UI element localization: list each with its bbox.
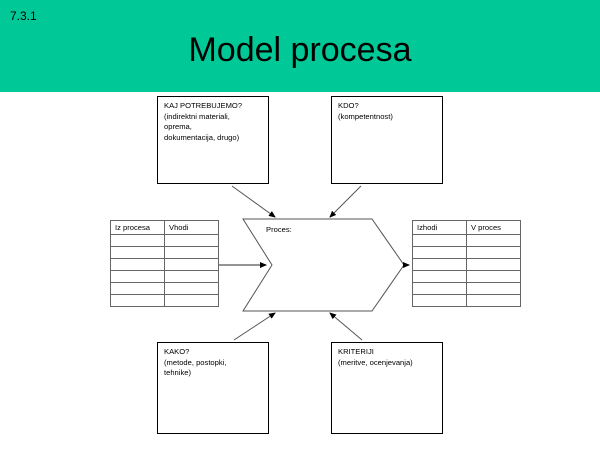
output-cell[interactable] — [412, 294, 467, 307]
output-cell[interactable] — [412, 234, 467, 247]
page-title: Model procesa — [188, 31, 412, 69]
process-chevron-shape — [242, 218, 405, 312]
node-box-kaj-potrebujemo-detail: (indirektni materiali, oprema, dokumenta… — [164, 111, 240, 142]
node-box-kako-title: KAKO? — [164, 347, 190, 356]
node-box-kriteriji-title: KRITERIJI — [338, 347, 374, 356]
slide-number: 7.3.1 — [10, 9, 37, 23]
node-box-kako[interactable]: KAKO?(metode, postopki, tehnike) — [157, 342, 269, 434]
table-row[interactable] — [412, 282, 521, 295]
table-row[interactable] — [110, 234, 219, 247]
node-box-kriteriji[interactable]: KRITERIJI(meritve, ocenjevanja) — [331, 342, 443, 434]
node-box-kaj-potrebujemo[interactable]: KAJ POTREBUJEMO?(indirektni materiali, o… — [157, 96, 269, 184]
output-cell[interactable] — [412, 246, 467, 259]
table-row[interactable] — [110, 270, 219, 283]
input-cell[interactable] — [110, 294, 165, 307]
input-cell[interactable] — [164, 270, 219, 283]
input-cell[interactable] — [164, 234, 219, 247]
input-cell[interactable] — [164, 246, 219, 259]
slide-header-band — [0, 0, 600, 92]
node-box-kdo[interactable]: KDO?(kompetentnost) — [331, 96, 443, 184]
table-row[interactable] — [412, 246, 521, 259]
node-box-kdo-title: KDO? — [338, 101, 359, 110]
input-cell[interactable] — [164, 282, 219, 295]
node-box-kdo-text: KDO?(kompetentnost) — [338, 101, 438, 122]
output-cell[interactable] — [412, 258, 467, 271]
output-table-header-izhodi: Izhodi — [412, 220, 467, 235]
input-cell[interactable] — [164, 294, 219, 307]
process-label: Proces: — [266, 225, 292, 234]
table-row[interactable] — [110, 282, 219, 295]
arrow-kaj-to-process — [231, 185, 276, 218]
output-cell[interactable] — [412, 270, 467, 283]
node-box-kako-text: KAKO?(metode, postopki, tehnike) — [164, 347, 264, 379]
node-box-kaj-potrebujemo-title: KAJ POTREBUJEMO? — [164, 101, 243, 110]
output-cell[interactable] — [466, 234, 521, 247]
node-box-kriteriji-text: KRITERIJI(meritve, ocenjevanja) — [338, 347, 438, 368]
table-header-row: Iz procesa Vhodi — [110, 220, 219, 235]
input-table-body: Iz procesa Vhodi — [110, 220, 219, 307]
input-cell[interactable] — [164, 258, 219, 271]
input-table-header-vhodi: Vhodi — [164, 220, 219, 235]
table-row[interactable] — [412, 294, 521, 307]
output-cell[interactable] — [412, 282, 467, 295]
table-row[interactable] — [412, 258, 521, 271]
node-box-kaj-potrebujemo-text: KAJ POTREBUJEMO?(indirektni materiali, o… — [164, 101, 264, 143]
table-row[interactable] — [412, 234, 521, 247]
table-header-row: Izhodi V proces — [412, 220, 521, 235]
output-table[interactable]: Izhodi V proces — [412, 220, 521, 307]
output-table-header-v-proces: V proces — [466, 220, 521, 235]
node-box-kriteriji-detail: (meritve, ocenjevanja) — [338, 357, 413, 367]
input-cell[interactable] — [110, 270, 165, 283]
table-row[interactable] — [110, 258, 219, 271]
table-row[interactable] — [110, 246, 219, 259]
input-cell[interactable] — [110, 246, 165, 259]
input-cell[interactable] — [110, 234, 165, 247]
output-cell[interactable] — [466, 258, 521, 271]
output-table-body: Izhodi V proces — [412, 220, 521, 307]
arrow-kriteriji-to-process — [329, 312, 363, 341]
input-table[interactable]: Iz procesa Vhodi — [110, 220, 219, 307]
input-table-header-iz-procesa: Iz procesa — [110, 220, 165, 235]
input-cell[interactable] — [110, 282, 165, 295]
table-row[interactable] — [412, 270, 521, 283]
arrow-kako-to-process — [233, 312, 276, 341]
node-box-kdo-detail: (kompetentnost) — [338, 111, 393, 121]
node-box-kako-detail: (metode, postopki, tehnike) — [164, 357, 227, 378]
arrow-kdo-to-process — [329, 185, 362, 218]
output-cell[interactable] — [466, 270, 521, 283]
output-cell[interactable] — [466, 294, 521, 307]
table-row[interactable] — [110, 294, 219, 307]
output-cell[interactable] — [466, 282, 521, 295]
output-cell[interactable] — [466, 246, 521, 259]
input-cell[interactable] — [110, 258, 165, 271]
